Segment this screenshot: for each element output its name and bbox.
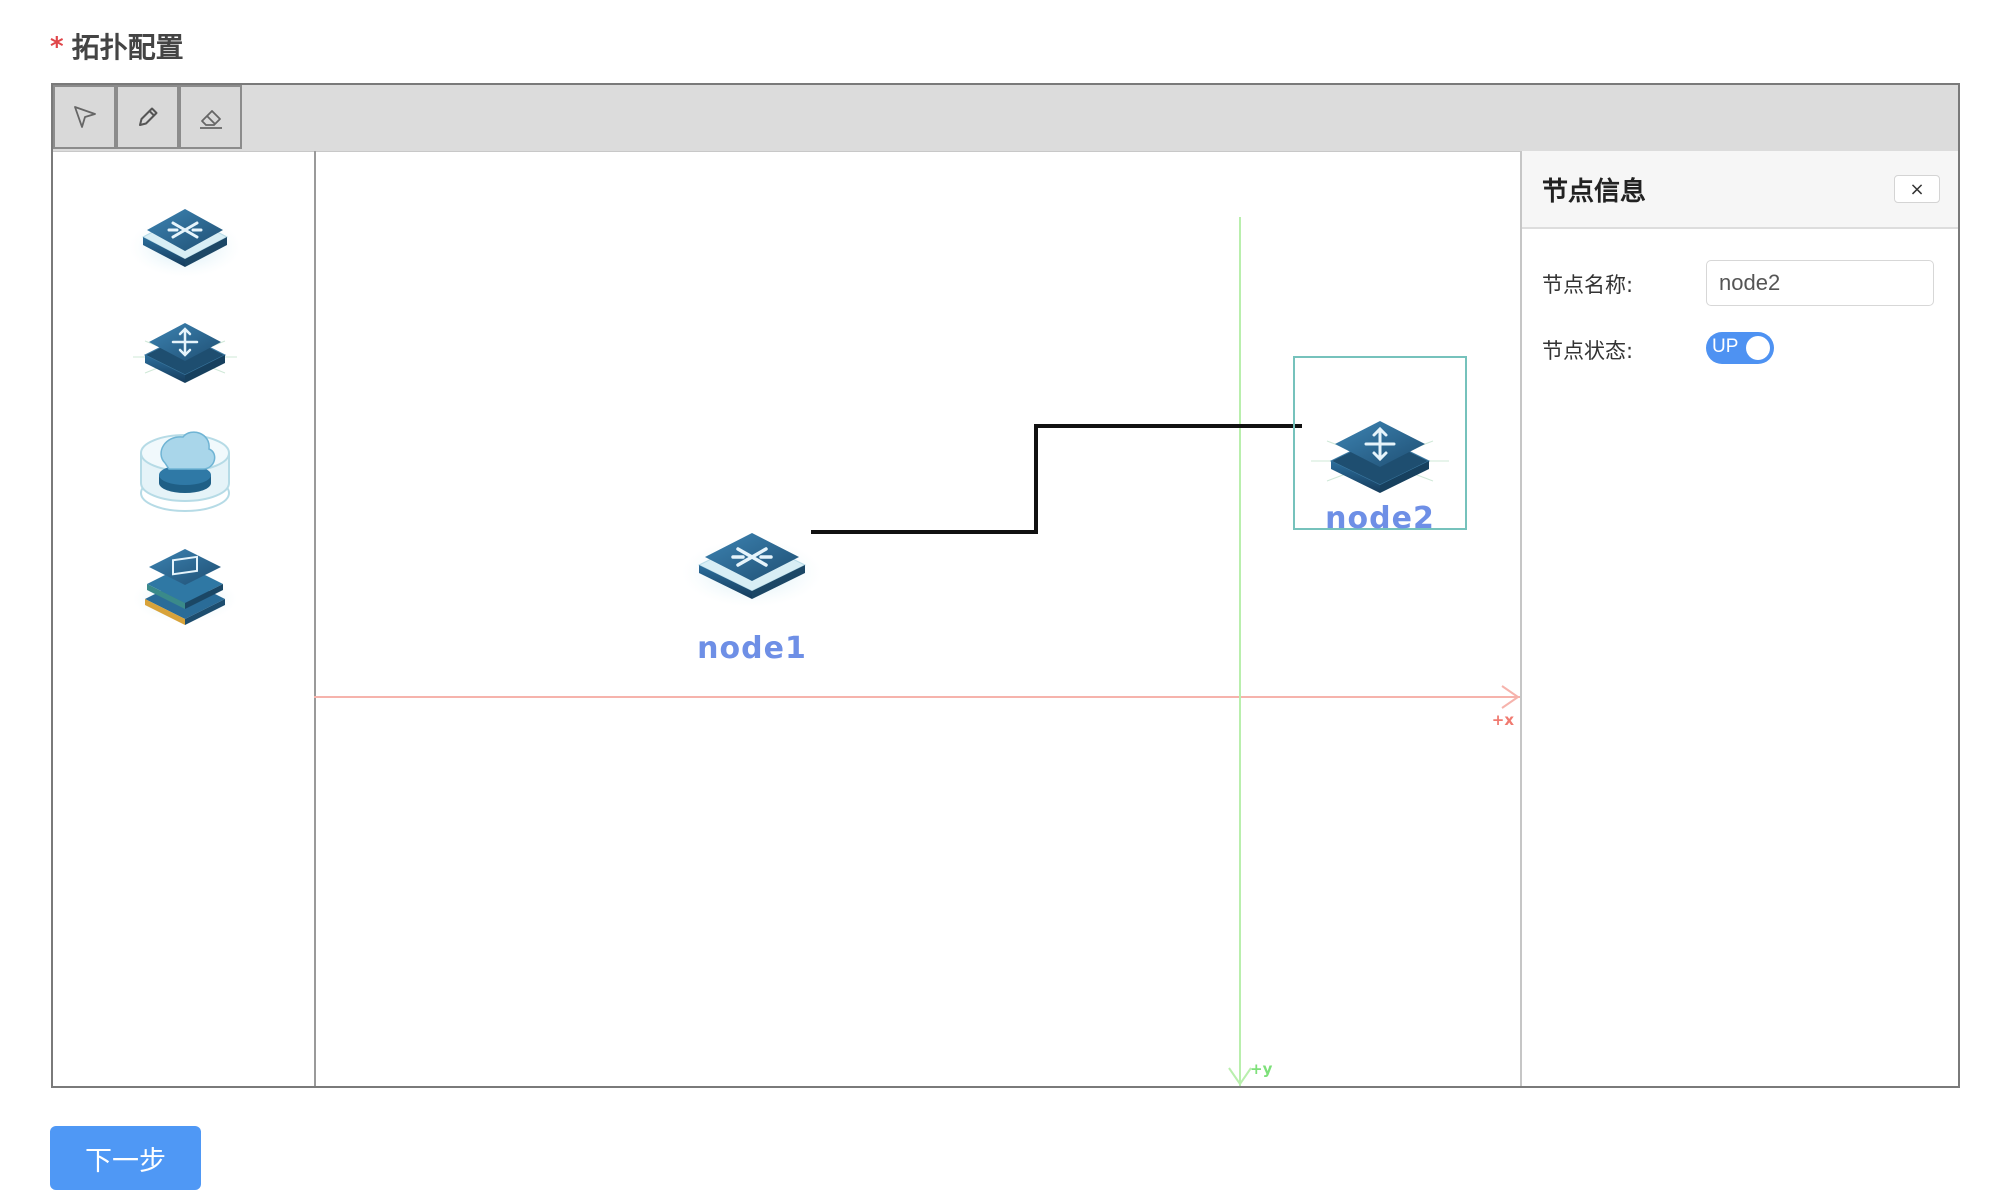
node-status-label: 节点状态: — [1542, 339, 1634, 363]
topology-canvas[interactable]: +x +y node1 — [314, 151, 1522, 1086]
field-label-text: 拓扑配置 — [71, 31, 184, 64]
draw-tool-button[interactable] — [116, 85, 179, 149]
y-axis-label: +y — [1250, 1060, 1273, 1078]
y-axis-arrow-icon — [1228, 1067, 1252, 1086]
node-label: node2 — [1325, 501, 1435, 536]
palette-cloud-item[interactable] — [125, 413, 245, 523]
router-icon — [133, 323, 237, 383]
x-axis-label: +x — [1491, 711, 1514, 729]
node-selection-box — [1293, 356, 1467, 530]
x-axis-arrow-icon — [1501, 685, 1520, 709]
x-axis-line — [314, 696, 1522, 698]
device-palette — [53, 151, 316, 1086]
palette-server-item[interactable] — [125, 527, 245, 637]
node-status-toggle[interactable]: UP — [1706, 332, 1774, 364]
link-node1-node2[interactable] — [811, 424, 1302, 534]
eraser-icon — [199, 110, 222, 129]
topology-editor: +x +y node1 — [51, 83, 1960, 1088]
server-icon — [133, 549, 237, 625]
node-info-panel: 节点信息 × 节点名称: 节点状态: UP — [1520, 151, 1958, 1086]
erase-tool-button[interactable] — [179, 85, 242, 149]
topology-config-label: *拓扑配置 — [50, 26, 184, 66]
info-panel-title: 节点信息 — [1542, 177, 1647, 207]
node-node1[interactable]: node1 — [677, 511, 827, 666]
next-step-button[interactable]: 下一步 — [50, 1126, 201, 1190]
switch-icon — [129, 209, 241, 277]
toggle-status-text: UP — [1712, 336, 1739, 357]
router-icon — [1311, 421, 1449, 493]
editor-toolbar — [53, 85, 1958, 152]
pencil-icon — [138, 107, 157, 126]
palette-switch-item[interactable] — [125, 185, 245, 295]
select-tool-button[interactable] — [53, 85, 116, 149]
toggle-knob — [1746, 336, 1770, 360]
info-panel-header: 节点信息 × — [1522, 151, 1958, 229]
node-name-input[interactable] — [1706, 260, 1934, 306]
node-label: node1 — [697, 631, 807, 666]
cursor-arrow-icon — [73, 106, 96, 128]
close-panel-button[interactable]: × — [1894, 175, 1940, 203]
close-icon: × — [1909, 178, 1925, 200]
switch-icon — [682, 533, 822, 607]
palette-router-item[interactable] — [125, 299, 245, 409]
required-mark: * — [50, 32, 64, 62]
node-name-label: 节点名称: — [1542, 273, 1634, 297]
cloud-icon — [140, 431, 230, 512]
y-axis-line — [1239, 217, 1241, 1086]
link-layer — [811, 424, 1302, 534]
node-node2[interactable]: node2 — [1305, 401, 1455, 536]
